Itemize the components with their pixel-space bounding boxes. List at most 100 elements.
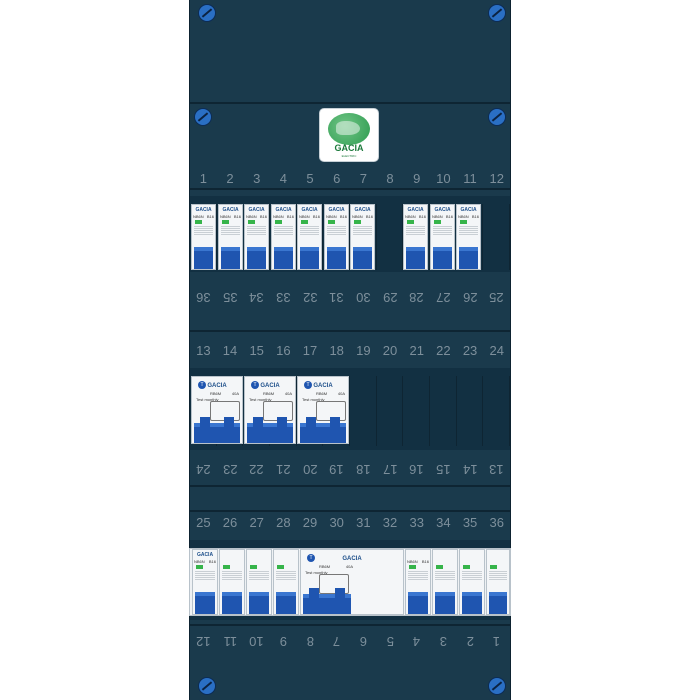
circuit-number: 5	[306, 171, 314, 186]
circuit-breaker[interactable]	[246, 549, 272, 615]
circuit-breaker[interactable]: GACIA NB6N B16	[350, 204, 375, 270]
breaker-toggle[interactable]	[408, 592, 428, 614]
breaker-toggle[interactable]	[247, 247, 266, 269]
test-button[interactable]: T	[304, 381, 312, 389]
screw-icon	[198, 4, 216, 22]
circuit-number: 33	[409, 515, 424, 530]
status-led	[223, 565, 230, 569]
circuit-number: 12	[196, 634, 211, 649]
circuit-number: 11	[223, 634, 237, 649]
test-button[interactable]: T	[198, 381, 206, 389]
circuit-number: 19	[329, 462, 344, 477]
circuit-number: 14	[222, 343, 238, 358]
circuit-number: 24	[196, 462, 211, 477]
breaker-toggle[interactable]	[406, 247, 425, 269]
circuit-number: 11	[463, 171, 477, 186]
circuit-number: 14	[462, 462, 478, 477]
circuit-number: 2	[226, 171, 234, 186]
circuit-number: 27	[249, 515, 264, 530]
rcd-toggle[interactable]	[194, 417, 240, 443]
breaker-toggle[interactable]	[274, 247, 293, 269]
circuit-breaker[interactable]: GACIA NB6N B16	[403, 204, 428, 270]
circuit-breaker[interactable]	[273, 549, 299, 615]
breaker-toggle[interactable]	[433, 247, 452, 269]
status-led	[195, 220, 202, 224]
circuit-breaker[interactable]	[459, 549, 485, 615]
circuit-breaker[interactable]: GACIA NB6N B16	[456, 204, 481, 270]
breaker-toggle[interactable]	[249, 592, 269, 614]
test-button[interactable]: T	[307, 554, 315, 562]
status-led	[490, 565, 497, 569]
breaker-toggle[interactable]	[353, 247, 372, 269]
circuit-number: 15	[436, 462, 451, 477]
circuit-breaker[interactable]: GACIA NB6N B16	[297, 204, 322, 270]
breaker-toggle[interactable]	[276, 592, 296, 614]
circuit-number: 23	[462, 343, 478, 358]
circuit-number: 35	[222, 290, 238, 305]
circuit-breaker[interactable]: GACIA NB6N B16	[192, 549, 218, 615]
brand-logo: GACIA ELECTRIC	[320, 109, 378, 161]
circuit-breaker[interactable]: GACIA NB6N B16	[271, 204, 296, 270]
rcd-toggle[interactable]	[247, 417, 293, 443]
screw-icon	[488, 4, 506, 22]
circuit-number: 22	[249, 462, 264, 477]
breaker-toggle[interactable]	[327, 247, 346, 269]
status-led	[248, 220, 255, 224]
breaker-toggle[interactable]	[195, 592, 215, 614]
circuit-number-row: 36 35 34 33 32 31 30 29 28 27 26 25	[190, 288, 510, 306]
circuit-number: 34	[249, 290, 264, 305]
circuit-number: 13	[196, 343, 211, 358]
circuit-breaker[interactable]: GACIA NB6N B16	[324, 204, 349, 270]
circuit-number: 20	[302, 462, 318, 477]
circuit-number: 16	[276, 343, 291, 358]
circuit-number-row: 1 2 3 4 5 6 7 8 9 10 11 12	[190, 170, 510, 188]
rcd-toggle[interactable]	[303, 588, 351, 614]
rcd-toggle[interactable]	[300, 417, 346, 443]
breaker-toggle[interactable]	[489, 592, 507, 614]
circuit-number: 5	[386, 634, 394, 649]
breaker-toggle[interactable]	[300, 247, 319, 269]
residual-current-device[interactable]: T GACIA RB6M 40A Test monthly	[297, 376, 349, 444]
circuit-breaker[interactable]	[432, 549, 458, 615]
residual-current-device[interactable]: T GACIA RB6M 40A Test monthly	[244, 376, 296, 444]
breaker-toggle[interactable]	[459, 247, 478, 269]
main-residual-current-device[interactable]: T GACIA RB6M 40A Test monthly	[300, 549, 404, 615]
globe-icon	[328, 113, 370, 145]
circuit-number: 29	[302, 515, 318, 530]
breaker-toggle[interactable]	[194, 247, 213, 269]
circuit-breaker[interactable]: GACIA NB6N B16	[191, 204, 216, 270]
status-led	[434, 220, 441, 224]
circuit-number: 9	[279, 634, 287, 649]
circuit-number: 23	[222, 462, 238, 477]
status-led	[463, 565, 470, 569]
circuit-number: 15	[249, 343, 264, 358]
circuit-number: 20	[382, 343, 398, 358]
circuit-number: 25	[196, 515, 211, 530]
circuit-number: 3	[439, 634, 447, 649]
circuit-breaker[interactable]: GACIA NB6N B16	[218, 204, 243, 270]
circuit-number: 8	[306, 634, 314, 649]
screw-icon	[488, 108, 506, 126]
circuit-breaker[interactable]: NB6N B16	[405, 549, 431, 615]
residual-current-device[interactable]: T GACIA RB6M 40A Test monthly	[191, 376, 243, 444]
breaker-toggle[interactable]	[222, 592, 242, 614]
logo-name: GACIA	[334, 143, 364, 153]
breaker-toggle[interactable]	[462, 592, 482, 614]
circuit-breaker[interactable]	[219, 549, 245, 615]
status-led	[460, 220, 467, 224]
circuit-number: 6	[333, 171, 341, 186]
circuit-number: 19	[356, 343, 371, 358]
status-led	[301, 220, 308, 224]
circuit-number: 7	[333, 634, 341, 649]
circuit-number: 16	[409, 462, 424, 477]
circuit-number-row: 25 26 27 28 29 30 31 32 33 34 35 36	[190, 514, 510, 532]
breaker-toggle[interactable]	[221, 247, 240, 269]
circuit-breaker[interactable]: GACIA NB6N B16	[430, 204, 455, 270]
test-button[interactable]: T	[251, 381, 259, 389]
circuit-number-row: 13 14 15 16 17 18 19 20 21 22 23 24	[190, 342, 510, 360]
circuit-breaker[interactable]	[486, 549, 510, 615]
circuit-breaker[interactable]: GACIA NB6N B16	[244, 204, 269, 270]
circuit-number: 24	[489, 343, 504, 358]
module-group-row-3: GACIA NB6N B16 T GACIA RB6M 40A Test mon…	[189, 548, 511, 616]
breaker-toggle[interactable]	[435, 592, 455, 614]
